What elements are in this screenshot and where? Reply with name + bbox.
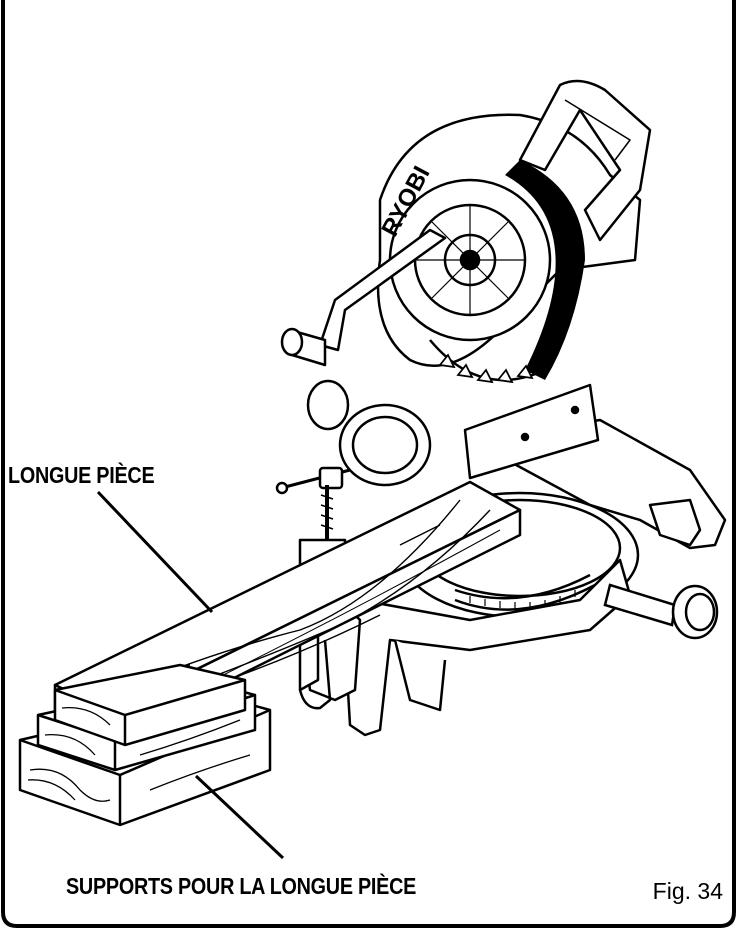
supports-label: SUPPORTS POUR LA LONGUE PIÈCE <box>66 873 417 899</box>
support-blocks <box>18 663 272 827</box>
miter-scale-ticks <box>469 590 576 609</box>
supports-leader-line <box>194 774 285 860</box>
figure-number: Fig. 34 <box>652 878 723 904</box>
blade-teeth <box>438 353 534 384</box>
miter-lock-knob <box>603 583 719 640</box>
saw-fence <box>463 383 600 480</box>
clamp-thread <box>320 494 334 530</box>
workpiece-label: LONGUE PIÈCE <box>8 462 155 488</box>
saw-arm <box>280 79 652 487</box>
support-grain <box>27 706 251 802</box>
blade-guard-grip <box>505 160 585 380</box>
workpiece-leader-line <box>96 490 214 614</box>
